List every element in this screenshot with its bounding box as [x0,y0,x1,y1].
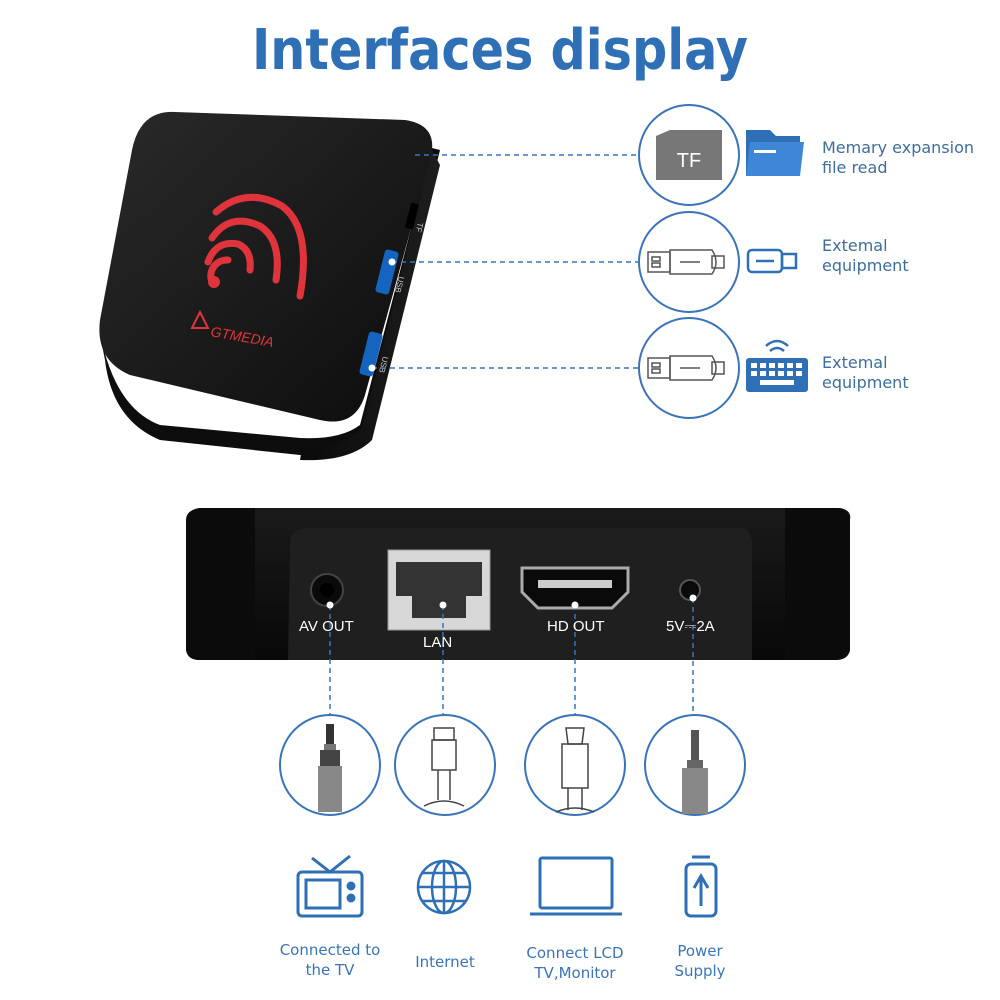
feature-label-usb-2: Extemal equipment [822,353,909,392]
feature-label-tf: Memary expansion file read [822,138,975,177]
wifi-logo-icon [204,193,307,300]
port-label-lan: LAN [423,634,453,651]
bottom-label-internet: Internet [415,953,475,971]
folder-icon [746,130,804,176]
dc-plug-icon [682,730,708,814]
port-label-hd-out: HD OUT [547,618,605,635]
tf-slot [405,202,419,230]
side-port-label: TF [414,222,425,234]
bottom-label-power: Power Supply [674,942,726,980]
tv-icon [296,854,364,918]
rj45-plug-icon [423,727,465,807]
page-title: Interfaces display [251,18,749,83]
svg-text:TF: TF [677,150,701,172]
usb-plug-icon [647,355,725,381]
usb-plug-icon [647,249,725,275]
hdmi-plug-icon [555,727,595,813]
monitor-icon [530,856,622,916]
tf-card-icon: TF [656,130,722,180]
power-plug-icon [684,855,718,918]
feature-label-usb-1: Extemal equipment [822,236,909,275]
bottom-label-lcd: Connect LCD TV,Monitor [526,944,624,982]
side-port-label: USB [393,276,406,294]
keyboard-icon [746,339,808,392]
av-jack-icon [318,724,342,812]
usb-flash-drive-icon [746,248,798,274]
side-port-label: USB [377,356,390,374]
port-label-av-out: AV OUT [299,618,354,635]
port-label-power: 5V⎓2A [666,618,715,635]
usb-port-2 [359,331,383,377]
device-top-view: TF USB USB GTMEDIA [99,111,440,461]
globe-icon [416,859,472,915]
bottom-label-tv: Connected to the TV [279,941,381,979]
device-rear-view [186,508,851,660]
